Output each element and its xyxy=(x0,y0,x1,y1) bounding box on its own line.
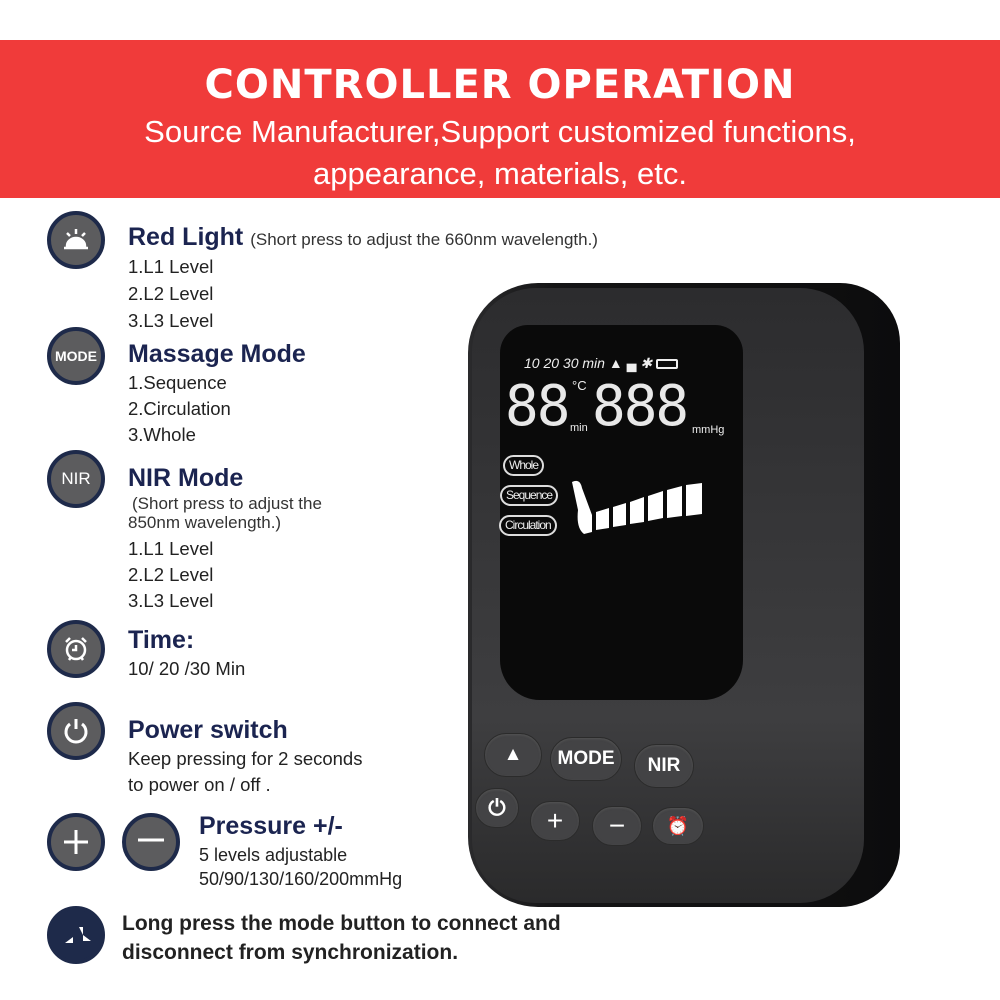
pressure-unit: mmHg xyxy=(692,424,725,436)
plus-icon xyxy=(47,813,105,871)
nir-note: (Short press to adjust the 850nm wavelen… xyxy=(128,494,322,532)
nir-button[interactable]: NIR xyxy=(634,744,694,788)
mode-indicator-whole: Whole xyxy=(503,455,545,476)
status-bar: 10 20 30 min ▲ ▄ ✱ xyxy=(524,355,679,372)
power-icon xyxy=(47,702,105,760)
feet-indicator-icon: ▄ xyxy=(626,355,637,371)
timer-options: 10 20 30 min xyxy=(524,355,605,371)
pressure-desc-line-2: 50/90/130/160/200mmHg xyxy=(199,869,403,889)
minus-icon: − xyxy=(608,810,626,841)
massage-modes: 1.Sequence 2.Circulation 3.Whole xyxy=(128,370,231,448)
sync-note-line-2: disconnect from synchronization. xyxy=(122,941,459,964)
list-item: 1.Sequence xyxy=(128,372,227,393)
page-title: CONTROLLER OPERATION xyxy=(204,62,796,108)
nir-note-line-1: (Short press to adjust the xyxy=(132,494,322,513)
plus-icon: + xyxy=(546,805,564,836)
list-item: 3.L3 Level xyxy=(128,590,214,611)
power-desc-line-1: Keep pressing for 2 seconds xyxy=(128,748,363,769)
sync-note-line-1: Long press the mode button to connect an… xyxy=(122,912,561,935)
lcd-screen: 10 20 30 min ▲ ▄ ✱ 88 °C min 888 mmHg Wh… xyxy=(499,325,743,700)
pressure-plus-button[interactable]: + xyxy=(530,801,580,841)
power-button[interactable]: ⏻ xyxy=(475,788,519,828)
nir-icon-label: NIR xyxy=(61,469,91,488)
subtitle-line-2: appearance, materials, etc. xyxy=(313,156,687,191)
pressure-minus-button[interactable]: − xyxy=(592,806,642,846)
nir-title: NIR Mode xyxy=(128,464,244,492)
min-unit: min xyxy=(570,422,588,434)
alarm-clock-icon xyxy=(47,620,105,678)
pressure-desc-line-1: 5 levels adjustable xyxy=(199,845,348,865)
power-desc-line-2: to power on / off . xyxy=(128,774,271,795)
pressure-desc: 5 levels adjustable 50/90/130/160/200mmH… xyxy=(199,843,402,891)
mode-icon-label: MODE xyxy=(55,348,97,364)
nir-note-line-2: 850nm wavelength.) xyxy=(128,513,282,532)
mode-indicator-circulation: Circulation xyxy=(499,515,557,536)
nir-icon: NIR xyxy=(47,450,105,508)
alarm-clock-icon: ⏰ xyxy=(666,815,690,836)
red-light-note: (Short press to adjust the 660nm wavelen… xyxy=(250,230,598,249)
time-digits: 88 xyxy=(505,374,570,439)
subtitle-line-1: Source Manufacturer,Support customized f… xyxy=(144,114,856,149)
power-icon: ⏻ xyxy=(488,795,506,820)
minus-icon xyxy=(122,813,180,871)
time-title: Time: xyxy=(128,626,195,654)
pressure-title: Pressure +/- xyxy=(199,812,343,840)
red-light-title: Red Light xyxy=(128,223,244,251)
red-light-heading: Red Light (Short press to adjust the 660… xyxy=(128,223,598,254)
mode-button[interactable]: MODE xyxy=(550,737,622,781)
timer-button[interactable]: ⏰ xyxy=(652,807,704,845)
list-item: 2.Circulation xyxy=(128,398,231,419)
header-banner: CONTROLLER OPERATION Source Manufacturer… xyxy=(0,40,1000,198)
feet-icon xyxy=(47,906,105,964)
bluetooth-icon: ✱ xyxy=(640,355,653,371)
red-light-icon: ▲ xyxy=(503,744,523,765)
red-light-icon xyxy=(47,211,105,269)
battery-icon xyxy=(656,359,679,370)
pressure-digits: 888 xyxy=(592,374,689,439)
mode-indicator-sequence: Sequence xyxy=(500,485,559,506)
list-item: 3.L3 Level xyxy=(128,310,214,331)
massage-title: Massage Mode xyxy=(128,340,306,368)
mode-icon: MODE xyxy=(47,327,105,385)
list-item: 2.L2 Level xyxy=(128,564,214,585)
list-item: 1.L1 Level xyxy=(128,538,214,559)
list-item: 2.L2 Level xyxy=(128,283,214,304)
list-item: 1.L1 Level xyxy=(128,256,214,277)
temp-unit: °C xyxy=(572,378,587,393)
sync-note: Long press the mode button to connect an… xyxy=(122,909,561,967)
nir-levels: 1.L1 Level 2.L2 Level 3.L3 Level xyxy=(128,536,213,614)
leg-segments-icon xyxy=(572,480,702,534)
power-desc: Keep pressing for 2 seconds to power on … xyxy=(128,746,362,798)
list-item: 3.Whole xyxy=(128,424,196,445)
red-light-button[interactable]: ▲ xyxy=(484,733,542,777)
red-light-levels: 1.L1 Level 2.L2 Level 3.L3 Level xyxy=(128,254,213,334)
red-light-indicator-icon: ▲ xyxy=(608,355,623,371)
time-desc: 10/ 20 /30 Min xyxy=(128,658,246,679)
power-title: Power switch xyxy=(128,716,288,744)
